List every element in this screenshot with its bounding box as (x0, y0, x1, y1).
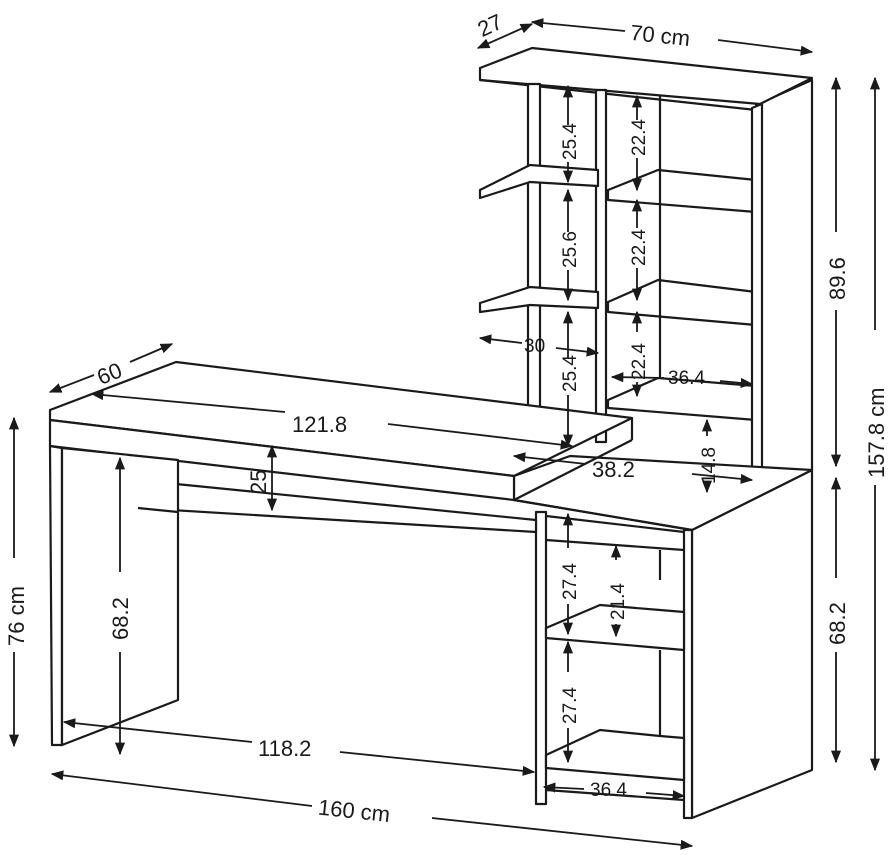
label-top-shelf-width: 38.2 (592, 457, 635, 482)
label-shelf-right-3: 22.4 (629, 343, 650, 380)
dimension-labels: 27 70 cm 89.6 157.8 cm 68.2 25.4 25.6 25… (4, 9, 889, 827)
label-hutch-width: 70 cm (629, 20, 691, 51)
label-knee-width: 118.2 (258, 736, 311, 761)
dimension-lines (8, 18, 881, 850)
label-cab-shelf-2: 27.4 (560, 687, 581, 724)
hutch-middle-divider (594, 88, 608, 444)
label-desktop-length: 121.8 (292, 412, 347, 437)
label-cab-shelf-1: 27.4 (560, 563, 581, 600)
label-leg-height: 68.2 (108, 597, 133, 640)
label-tall-height: 89.6 (825, 257, 850, 300)
desk-illustration (48, 46, 814, 820)
label-shelf-right-width: 36.4 (668, 368, 705, 389)
label-shelf-right-1: 22.4 (629, 119, 650, 156)
label-cabinet-height: 68.2 (825, 602, 850, 645)
label-cab-shelf-inner: 21.4 (608, 583, 629, 620)
label-desk-height: 76 cm (4, 586, 29, 646)
label-total-width: 160 cm (317, 795, 391, 827)
left-leg (48, 444, 64, 747)
label-shelf-left-2: 25.6 (560, 231, 581, 268)
label-total-height: 157.8 cm (864, 388, 889, 479)
cabinet-shelf-2 (544, 728, 686, 782)
cabinet-front-right (682, 528, 694, 820)
cabinet-front-left (534, 510, 548, 806)
hutch-shelf-right-1 (606, 168, 758, 214)
label-shelf-left-width: 30 (524, 336, 545, 357)
label-cab-inner-width: 36.4 (590, 780, 627, 801)
hutch-side-panel (754, 78, 814, 497)
hutch-top-board (478, 46, 814, 106)
left-leg-side (60, 446, 180, 747)
label-keyboard-gap: 25 (246, 470, 271, 494)
label-shelf-left-1: 25.4 (560, 123, 581, 160)
label-shelf-right-2: 22.4 (629, 229, 650, 266)
hutch-left-upright (526, 82, 542, 444)
label-gap-height: 14.8 (699, 447, 720, 484)
hutch-right-upright (750, 102, 764, 497)
hutch-shelf-right-2 (606, 278, 758, 327)
label-shelf-left-3: 25.4 (560, 355, 581, 392)
